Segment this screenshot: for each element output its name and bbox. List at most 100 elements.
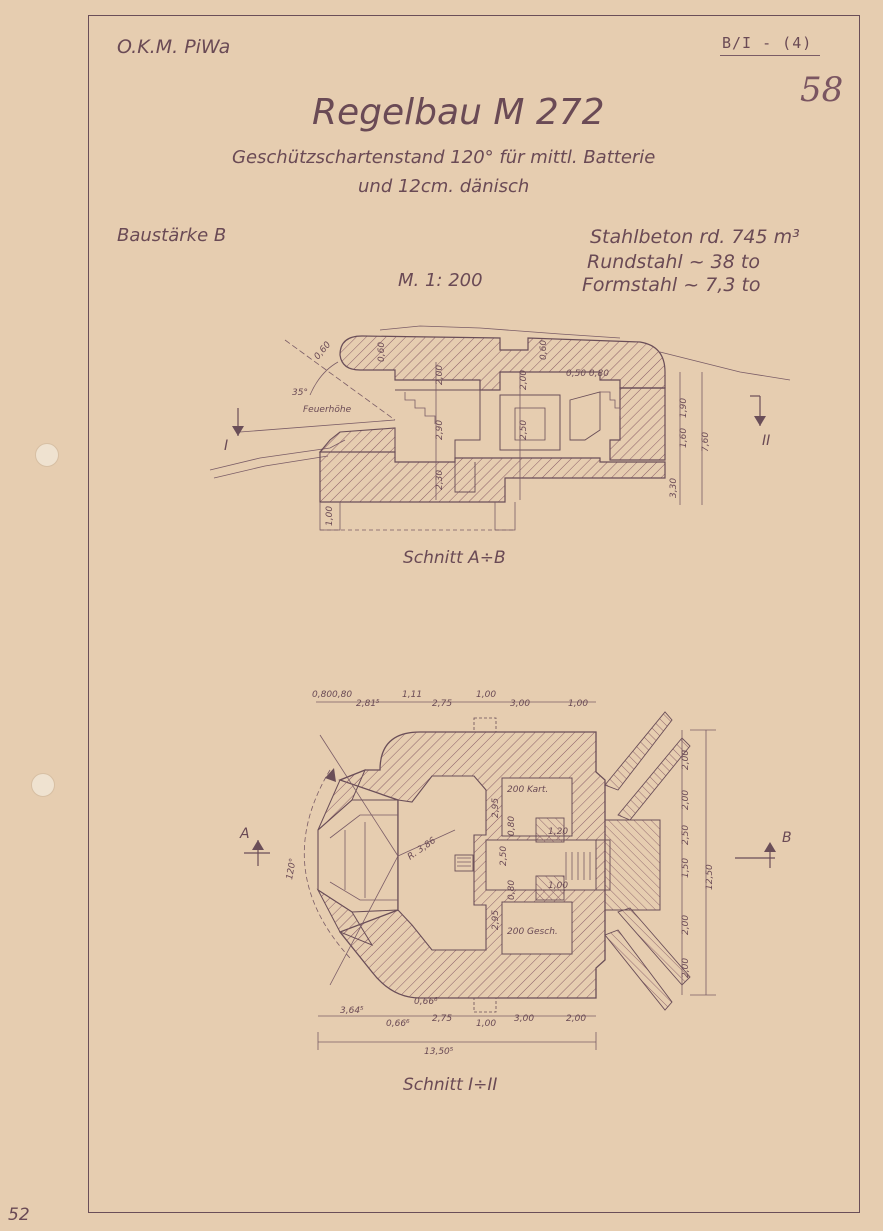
plan-right-dim-5: 2,00 [681,915,691,935]
exit-stairs [600,391,621,416]
plan-top-dim-8: 1,00 [568,699,588,709]
plan-right-dim-6: 2,00 [681,958,691,978]
plan-bottom-dim-4: 2,75 [432,1014,452,1024]
punch-hole-upper [35,443,59,467]
dim-left: 0,60 [313,340,334,362]
inner-dim-5: 2,50 [499,846,509,866]
small-room-top [535,817,565,843]
plan-bottom-dim-6: 3,00 [514,1014,534,1024]
dim-h10: 0,50 0,80 [566,369,609,379]
dim-h8: 1,90 [679,398,689,418]
trench-upper-wall-a [604,711,673,791]
plan-bottom-dim-1: 3,64⁵ [340,1006,364,1016]
reference-underline [720,55,820,56]
rear-entrance-block [604,819,661,911]
inner-dim-6: 0,80 [507,816,517,836]
marker-A-label: A [239,826,250,842]
firing-line-upper [284,339,396,421]
plan-bottom-dim-5: 1,00 [476,1019,496,1029]
door-opening [514,407,546,441]
marker-B-arrow [764,842,776,852]
firing-angle-label: 120° [285,857,299,880]
floor-slab [319,451,666,503]
dim-h4: 2,00 [519,370,529,390]
dim-h9: 1,60 [679,428,689,448]
stahlbeton-spec: Stahlbeton rd. 745 m³ [590,226,800,248]
gun-steps [404,392,436,424]
plan-bottom-dim-2: 0,66⁶ [414,997,438,1007]
dim-h1: 2,00 [435,365,445,385]
plan-top-dim-6: 1,00 [476,690,496,700]
rear-wall [609,387,666,461]
embrasure-cheek-top [317,769,366,831]
room-label-top: 200 Kart. [507,785,548,795]
small-room-bottom [535,875,565,901]
plan-top-dim-2: 0,80 [332,690,352,700]
trench-lower-wall-b [617,907,691,986]
floor-pit [454,462,476,493]
gun-room-void [397,775,487,951]
marker-II-arrow [754,416,766,426]
section-caption: Schnitt A÷B [403,548,506,568]
dim-h5: 2,50 [519,420,529,440]
corridor-stairs [565,852,591,880]
formstahl-spec: Formstahl ~ 7,3 to [582,274,761,296]
plan-top-dim-5: 2,75 [432,699,452,709]
gun-pedestal [454,854,474,872]
inner-dim-3: 1,20 [548,827,568,837]
baustaerke-label: Baustärke B [117,225,227,246]
radius-line [397,829,456,857]
marker-I-label: I [224,438,228,454]
dim-top1: 0,60 [377,342,387,362]
trench-upper-wall-b [617,737,691,821]
plan-bottom-dim-3: 0,66⁶ [386,1019,410,1029]
gun-room-outline [395,389,481,458]
footings [319,502,516,531]
plan-top-dim-1: 0,80 [312,690,332,700]
dim-h7: 7,60 [701,432,711,452]
marker-II-label: II [762,433,770,449]
plan-right-dim-2: 2,00 [681,790,691,810]
reference-code: B/I - (4) [722,34,813,52]
plan-bottom-dim-7: 2,00 [566,1014,586,1024]
firing-arc-arrow [325,768,336,782]
cross-section-drawing: 35° Feuerhöhe I II 2,00 2,90 2,30 2,00 2… [209,325,791,531]
inner-dim-4: 1,00 [548,881,568,891]
firing-line-level [239,419,396,433]
inner-dim-2: 2,95 [491,910,501,930]
terrain-right-line [659,351,791,381]
stair-block [569,391,601,441]
firing-arc [304,769,351,959]
drawing-subtitle-line1: Geschützschartenstand 120° für mittl. Ba… [232,147,656,168]
plan-top-dim-4: 1,11 [402,690,422,700]
ammo-room-outline [499,394,561,451]
angle-arc [309,361,339,396]
dim-h2: 2,90 [435,420,445,440]
rundstahl-spec: Rundstahl ~ 38 to [587,251,760,273]
plan-caption: Schnitt I÷II [403,1075,498,1095]
gun-pedestal-lines [457,857,471,867]
terrain-top-line [379,325,621,339]
dim-h3: 2,30 [435,470,445,490]
plan-total-height: 12,50 [705,864,715,890]
terrain-left-line2 [213,455,329,479]
rear-door [596,839,611,891]
inner-dim-1: 2,95 [491,798,501,818]
angle-label: 35° [292,388,308,398]
embrasure-lip [318,427,396,453]
punch-hole-lower [31,773,55,797]
page-number: 52 [8,1205,30,1225]
trench-lower-wall-a [604,929,673,1011]
ammo-room-bottom [501,901,573,955]
drawing-subtitle-line2: und 12cm. dänisch [358,176,530,197]
room-label-bottom: 200 Gesch. [507,927,558,937]
marker-A-arrow [252,840,264,850]
inner-dim-7: 0,80 [507,880,517,900]
organization-label: O.K.M. PiWa [117,36,231,58]
plan-top-dim-7: 3,00 [510,699,530,709]
dim-top2: 0,60 [539,340,549,360]
marker-I-arrow [232,426,244,436]
dim-bottom: 1,00 [325,506,335,526]
